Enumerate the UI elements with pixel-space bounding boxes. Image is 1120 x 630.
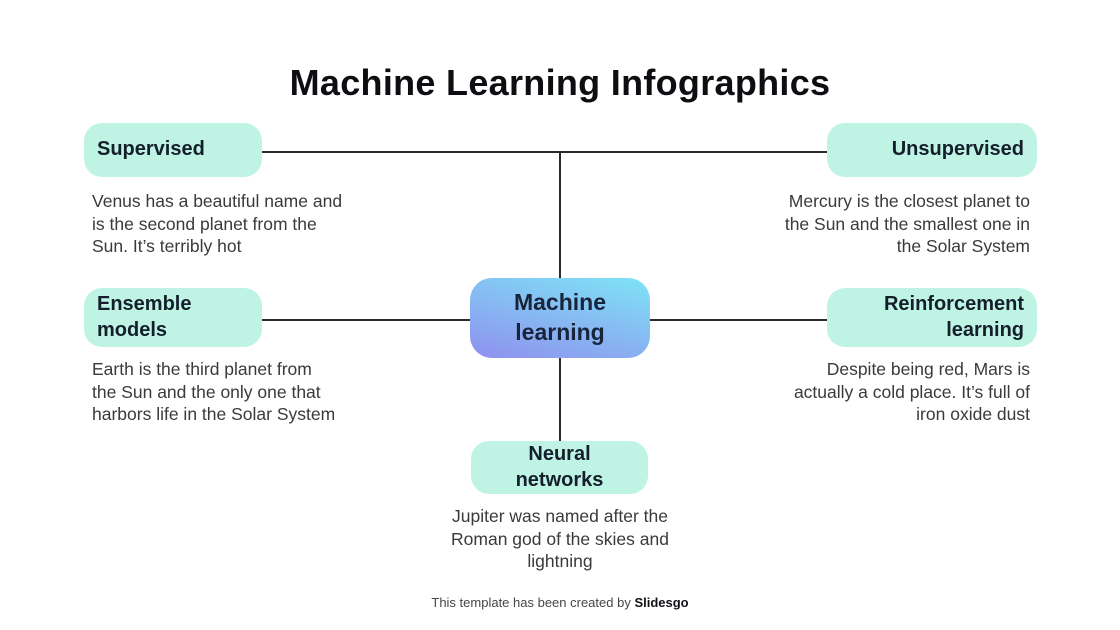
connector-top-vertical	[559, 151, 561, 278]
footer-credit: This template has been created by Slides…	[0, 595, 1120, 610]
footer-credit-text: This template has been created by	[431, 595, 635, 610]
node-reinforcement-learning-description: Despite being red, Mars is actually a co…	[793, 359, 1030, 424]
node-unsupervised-description: Mercury is the closest planet to the Sun…	[784, 191, 1030, 256]
node-ensemble-models-description: Earth is the third planet from the Sun a…	[92, 359, 336, 424]
connector-right-horizontal	[650, 319, 827, 321]
node-ensemble-models-pill: Ensemble models	[84, 288, 262, 347]
node-supervised-pill: Supervised	[84, 123, 262, 177]
connector-bottom-vertical	[559, 358, 561, 442]
node-reinforcement-learning-pill: Reinforcement learning	[827, 288, 1037, 347]
node-neural-networks-description: Jupiter was named after the Roman god of…	[451, 506, 669, 571]
connector-top-horizontal	[262, 151, 827, 153]
node-unsupervised-pill: Unsupervised	[827, 123, 1037, 177]
slide-title: Machine Learning Infographics	[289, 62, 831, 103]
node-neural-networks-pill: Neural networks	[471, 441, 648, 494]
node-supervised-description: Venus has a beautiful name and is the se…	[92, 191, 343, 256]
node-machine-learning: Machine learning	[470, 278, 650, 358]
footer-brand: Slidesgo	[634, 595, 689, 610]
connector-left-horizontal	[262, 319, 470, 321]
